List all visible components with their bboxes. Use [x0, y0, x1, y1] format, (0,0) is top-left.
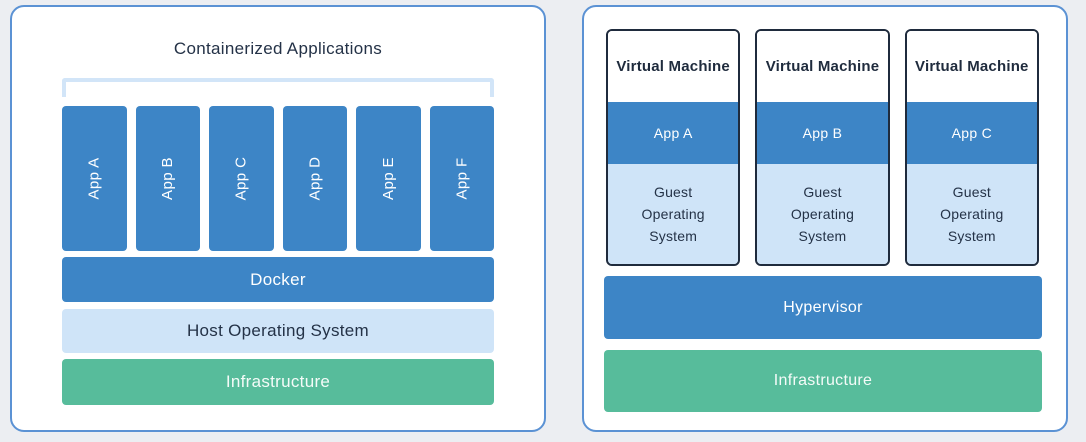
- vm-guest-os-label: Guest Operating System: [608, 164, 739, 264]
- host-operating-system-layer: Host Operating System: [62, 309, 494, 353]
- vm-title: Virtual Machine: [757, 31, 888, 102]
- container-app-label: App F: [453, 157, 471, 200]
- container-app-bar: App B: [135, 106, 200, 251]
- container-app-bar: App A: [62, 106, 127, 251]
- docker-layer: Docker: [62, 257, 494, 302]
- virtual-machines-panel: Virtual Machine App A Guest Operating Sy…: [582, 5, 1068, 432]
- vm-guest-os-label: Guest Operating System: [757, 164, 888, 264]
- container-app-label: App C: [232, 156, 250, 201]
- infrastructure-layer-left: Infrastructure: [62, 359, 494, 405]
- container-app-bar: App E: [356, 106, 421, 251]
- vm-row: Virtual Machine App A Guest Operating Sy…: [606, 29, 1039, 266]
- vm-box: Virtual Machine App B Guest Operating Sy…: [755, 29, 890, 266]
- vm-title: Virtual Machine: [906, 31, 1037, 102]
- vm-title: Virtual Machine: [608, 31, 739, 102]
- vm-guest-os-label: Guest Operating System: [906, 164, 1037, 264]
- container-app-bar: App C: [209, 106, 274, 251]
- vm-box: Virtual Machine App A Guest Operating Sy…: [606, 29, 741, 266]
- container-app-label: App B: [159, 157, 177, 200]
- apps-group-bracket: [62, 78, 494, 97]
- vm-app-label: App B: [757, 102, 888, 164]
- containers-panel-title: Containerized Applications: [173, 39, 383, 58]
- vm-app-label: App A: [608, 102, 739, 164]
- containerized-applications-panel: Containerized Applications App A App B A…: [10, 5, 546, 432]
- vm-box: Virtual Machine App C Guest Operating Sy…: [904, 29, 1039, 266]
- container-app-label: App D: [306, 156, 324, 201]
- container-app-label: App A: [85, 157, 103, 200]
- container-apps-row: App A App B App C App D App E App F: [62, 106, 494, 251]
- vm-app-label: App C: [906, 102, 1037, 164]
- container-app-bar: App F: [429, 106, 494, 251]
- container-app-bar: App D: [282, 106, 347, 251]
- infrastructure-layer-right: Infrastructure: [604, 350, 1042, 412]
- hypervisor-layer: Hypervisor: [604, 276, 1042, 339]
- container-app-label: App E: [379, 157, 397, 200]
